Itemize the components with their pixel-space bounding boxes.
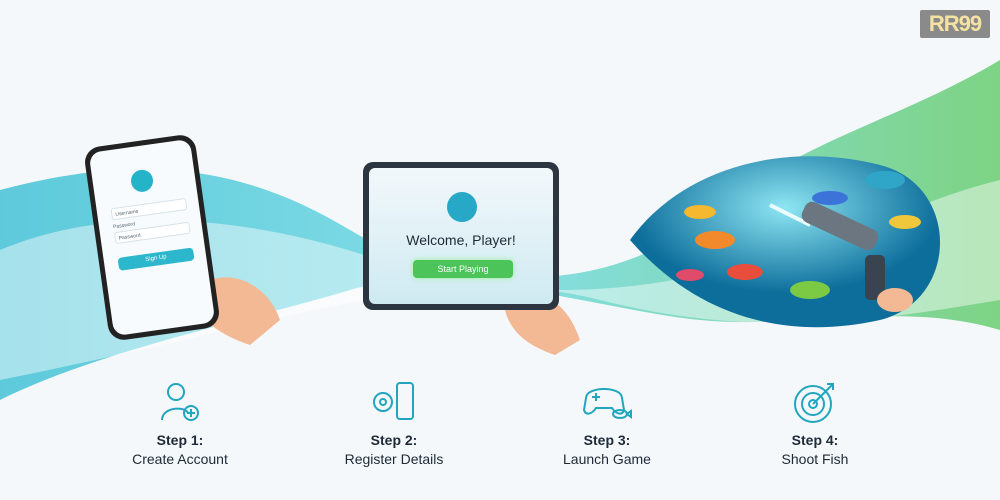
step-desc: Register Details bbox=[344, 451, 444, 467]
step-desc: Create Account bbox=[132, 451, 228, 467]
step-desc: Launch Game bbox=[563, 451, 651, 467]
fish-scene bbox=[630, 156, 940, 328]
step-1: Step 1: Create Account bbox=[90, 380, 270, 467]
sign-up-button[interactable]: Sign Up bbox=[117, 247, 195, 271]
brand-logo: RR99 bbox=[920, 10, 990, 38]
step-4: Step 4: Shoot Fish bbox=[725, 380, 905, 467]
user-add-icon bbox=[161, 383, 199, 421]
step-title: Step 2: bbox=[370, 432, 418, 448]
hand-tablet bbox=[495, 268, 580, 355]
gamepad-fish-icon bbox=[582, 388, 632, 419]
step-title: Step 4: bbox=[791, 432, 839, 448]
step-title: Step 3: bbox=[583, 432, 631, 448]
step-desc: Shoot Fish bbox=[781, 451, 849, 467]
step-title: Step 1: bbox=[156, 432, 204, 448]
target-icon bbox=[794, 383, 834, 423]
gear-phone-icon bbox=[373, 382, 414, 420]
fish-gun bbox=[769, 201, 913, 312]
avatar-icon bbox=[129, 168, 155, 194]
tablet-mockup: Welcome, Player! Start Playing bbox=[363, 162, 559, 310]
start-playing-button[interactable]: Start Playing bbox=[413, 260, 513, 278]
welcome-text: Welcome, Player! bbox=[406, 232, 516, 248]
fish-group bbox=[676, 171, 921, 299]
step-2: Step 2: Register Details bbox=[304, 380, 484, 467]
avatar-icon bbox=[447, 192, 477, 222]
username-field[interactable]: Username bbox=[110, 197, 188, 221]
step-3: Step 3: Launch Game bbox=[517, 380, 697, 467]
